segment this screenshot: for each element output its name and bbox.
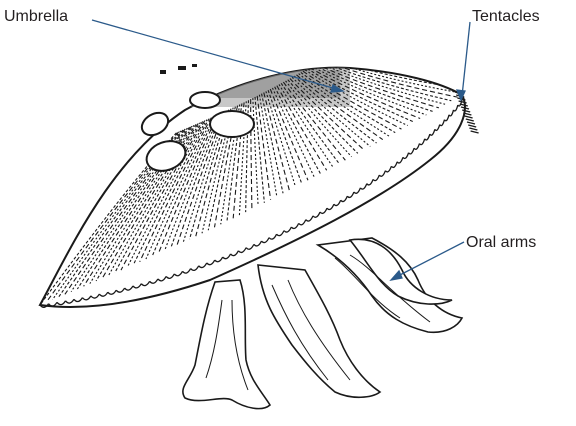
oral-arms-label: Oral arms: [466, 235, 536, 251]
umbrella-leader: [92, 20, 340, 90]
tentacles-leader: [462, 22, 470, 96]
tentacles-label: Tentacles: [472, 9, 540, 25]
umbrella-label: Umbrella: [4, 9, 68, 25]
oral-arms-leader: [396, 242, 464, 277]
specks: [160, 64, 197, 74]
